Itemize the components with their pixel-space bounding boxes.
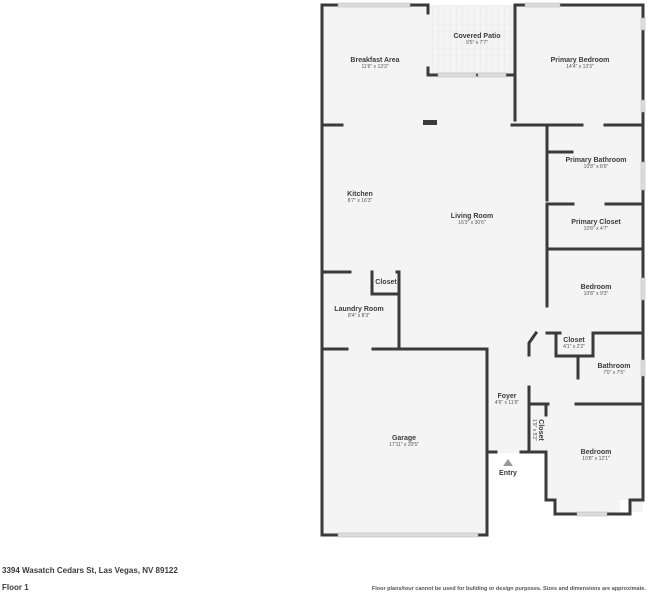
room-laundry-closet: Closet [375,278,397,286]
disclaimer-text: Floor plans/tour cannot be used for buil… [371,586,646,592]
fireplace-icon [423,120,437,125]
entry-label: Entry [499,470,517,477]
covered-patio-floor [430,5,515,75]
floor-label: Floor 1 [2,583,29,592]
walls [320,3,645,537]
property-address: 3394 Wasatch Cedars St, Las Vegas, NV 89… [2,566,178,575]
entry-arrow-icon [503,459,513,466]
floor-fill [322,5,643,535]
windows [337,2,646,538]
